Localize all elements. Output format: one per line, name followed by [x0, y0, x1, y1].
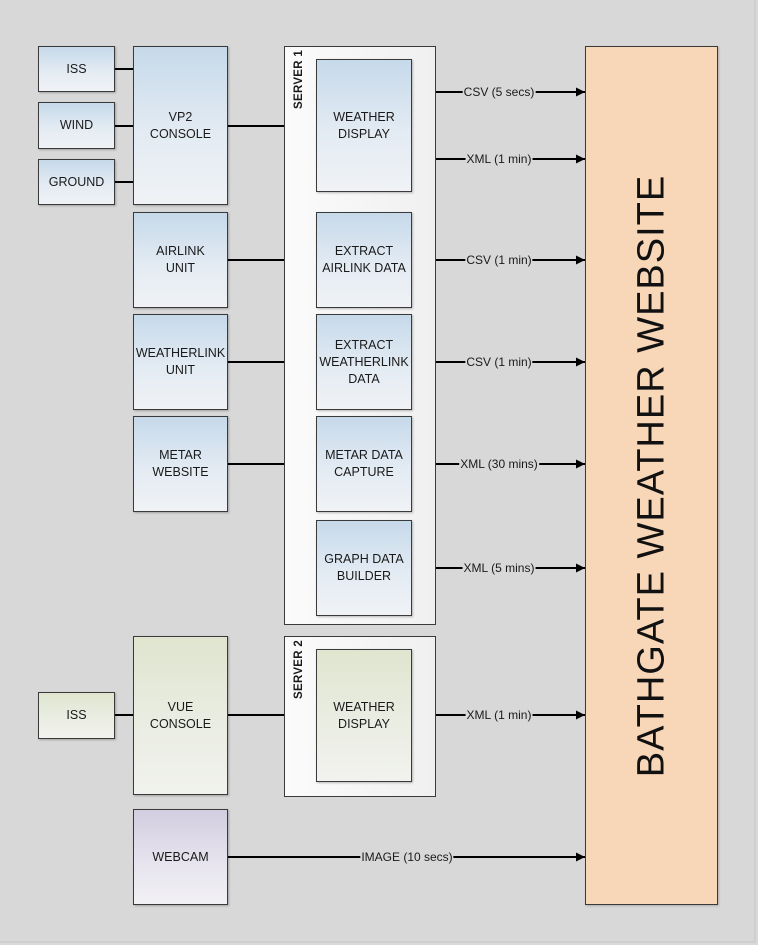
process-extract-airlink: EXTRACT AIRLINK DATA	[316, 212, 412, 308]
sensor-iss-vue: ISS	[38, 692, 115, 739]
sensor-ground: GROUND	[38, 159, 115, 205]
flow-label-image-10-secs: IMAGE (10 secs)	[360, 850, 454, 864]
flow-label-xml-5-mins: XML (5 mins)	[462, 561, 536, 575]
vue-console: VUE CONSOLE	[133, 636, 228, 795]
sensor-wind: WIND	[38, 102, 115, 149]
bathgate-weather-website: BATHGATE WEATHER WEBSITE	[585, 46, 718, 905]
weatherlink-unit: WEATHERLINK UNIT	[133, 314, 228, 410]
airlink-unit: AIRLINK UNIT	[133, 212, 228, 308]
process-graph-builder: GRAPH DATA BUILDER	[316, 520, 412, 616]
vp2-console: VP2 CONSOLE	[133, 46, 228, 205]
metar-website: METAR WEBSITE	[133, 416, 228, 512]
website-title: BATHGATE WEATHER WEBSITE	[630, 174, 672, 777]
webcam: WEBCAM	[133, 809, 228, 905]
flow-label-xml-30-mins: XML (30 mins)	[459, 457, 539, 471]
process-weather-display-1: WEATHER DISPLAY	[316, 59, 412, 192]
flow-label-xml-1-min: XML (1 min)	[465, 152, 533, 166]
sensor-iss: ISS	[38, 46, 115, 92]
flow-label-xml-1-min-server2: XML (1 min)	[465, 708, 533, 722]
process-weather-display-2: WEATHER DISPLAY	[316, 649, 412, 782]
process-metar-capture: METAR DATA CAPTURE	[316, 416, 412, 512]
flow-label-csv-5-secs: CSV (5 secs)	[462, 85, 536, 99]
flow-label-csv-1-min-weatherlink: CSV (1 min)	[465, 355, 533, 369]
process-extract-weatherlink: EXTRACT WEATHERLINK DATA	[316, 314, 412, 410]
server-2-label: SERVER 2	[293, 639, 305, 699]
flow-label-csv-1-min-airlink: CSV (1 min)	[465, 253, 533, 267]
server-1-label: SERVER 1	[293, 49, 305, 109]
